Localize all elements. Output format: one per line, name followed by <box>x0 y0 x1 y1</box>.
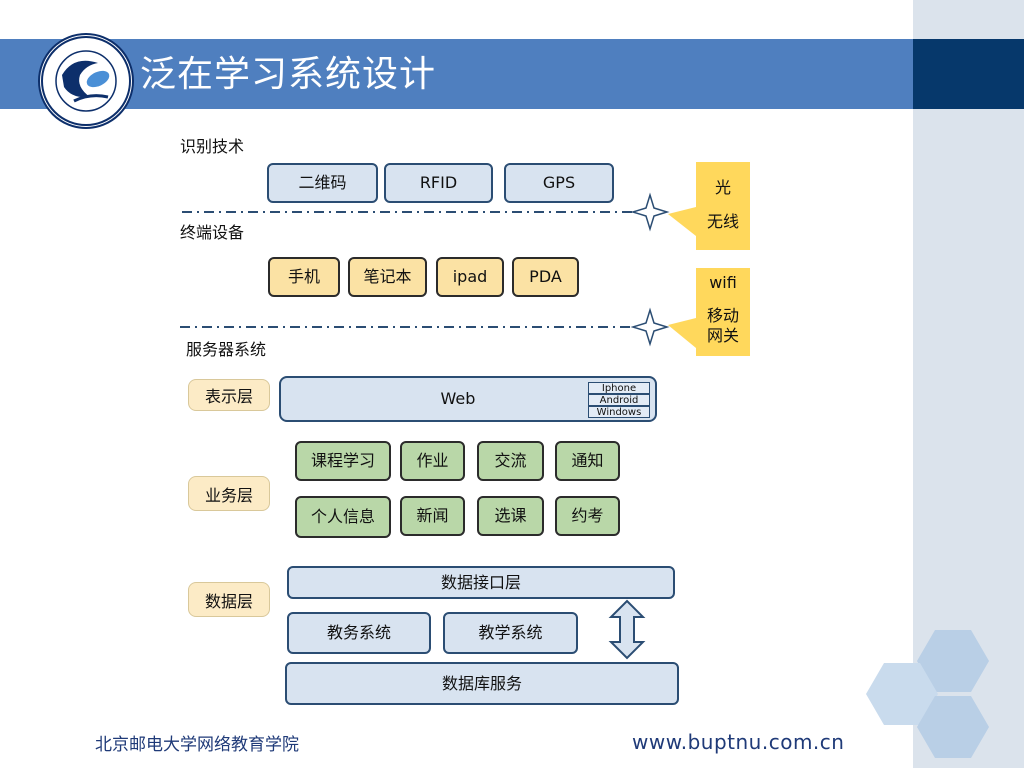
platform-iphone: Iphone <box>588 382 650 394</box>
callout-optical: 光 <box>714 178 731 197</box>
terminal-box-pda: PDA <box>512 257 579 297</box>
connector-star-2 <box>630 307 670 347</box>
recognition-box-qrcode: 二维码 <box>267 163 378 203</box>
data-database-service: 数据库服务 <box>285 662 679 705</box>
platform-windows: Windows <box>588 406 650 418</box>
footer-website: www.buptnu.com.cn <box>632 730 845 754</box>
business-box-exam-booking: 约考 <box>555 496 620 536</box>
terminal-box-ipad: ipad <box>436 257 504 297</box>
recognition-box-gps: GPS <box>504 163 614 203</box>
title-bar-dark-block <box>913 39 1024 109</box>
decorative-hexagons <box>866 630 989 758</box>
layer-label-data: 数据层 <box>188 582 270 617</box>
platform-android: Android <box>588 394 650 406</box>
section-label-server: 服务器系统 <box>186 340 267 359</box>
layer-label-business: 业务层 <box>188 476 270 511</box>
terminal-box-phone: 手机 <box>268 257 340 297</box>
business-box-communication: 交流 <box>477 441 544 481</box>
data-teaching-system: 教学系统 <box>443 612 578 654</box>
data-interface-layer: 数据接口层 <box>287 566 675 599</box>
title-bar <box>0 39 913 109</box>
business-box-homework: 作业 <box>400 441 465 481</box>
page-title: 泛在学习系统设计 <box>140 54 437 95</box>
data-academic-system: 教务系统 <box>287 612 431 654</box>
recognition-box-rfid: RFID <box>384 163 493 203</box>
web-label: Web <box>440 389 476 408</box>
network-callout-wifi-gateway: wifi 移动 网关 <box>696 268 750 356</box>
school-logo <box>38 33 134 129</box>
callout-wireless: 无线 <box>706 212 739 231</box>
terminal-box-laptop: 笔记本 <box>348 257 427 297</box>
business-box-notice: 通知 <box>555 441 620 481</box>
section-label-recognition: 识别技术 <box>180 137 245 156</box>
callout-wifi: wifi <box>709 273 737 292</box>
school-logo-icon <box>41 36 131 126</box>
footer-school-name: 北京邮电大学网络教育学院 <box>95 735 299 755</box>
callout-gateway: 网关 <box>706 326 739 345</box>
network-callout-optical-wireless: 光 无线 <box>696 162 750 250</box>
business-box-personal-info: 个人信息 <box>295 496 391 538</box>
layer-label-presentation: 表示层 <box>188 379 270 411</box>
callout-mobile: 移动 <box>706 306 739 325</box>
connector-star-1 <box>630 192 670 232</box>
business-box-course-selection: 选课 <box>477 496 544 536</box>
section-label-terminal: 终端设备 <box>180 223 245 242</box>
double-arrow-icon <box>608 599 646 660</box>
business-box-course-study: 课程学习 <box>295 441 391 481</box>
business-box-news: 新闻 <box>400 496 465 536</box>
